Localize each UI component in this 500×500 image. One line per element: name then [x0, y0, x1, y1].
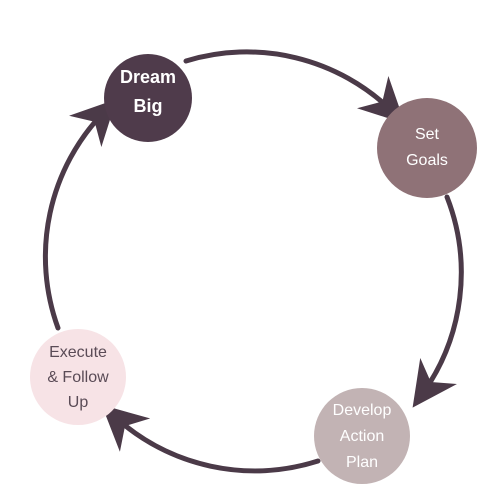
node-dream-big-circle [104, 54, 192, 142]
arc-develop-to-execute [101, 404, 321, 474]
node-dream-big-line-2: Big [134, 96, 163, 116]
node-execute-line-3: Up [68, 394, 89, 411]
node-develop-line-2: Action [340, 428, 384, 445]
node-develop-action-plan: Develop Action Plan [314, 388, 410, 484]
node-execute-line-1: Execute [49, 344, 107, 361]
node-develop-line-3: Plan [346, 454, 378, 471]
node-set-goals-line-1: Set [415, 126, 440, 143]
node-develop-line-1: Develop [333, 402, 392, 419]
arc-execute-to-dream [42, 99, 117, 331]
node-execute-follow-up-circle [30, 329, 126, 425]
arc-goals-to-develop [412, 194, 464, 408]
node-dream-big-line-1: Dream [120, 67, 176, 87]
node-execute-follow-up: Execute & Follow Up [30, 329, 126, 425]
arc-dream-to-goals [183, 49, 405, 124]
node-dream-big: Dream Big [104, 54, 192, 142]
node-set-goals-circle [377, 98, 477, 198]
node-set-goals: Set Goals [377, 98, 477, 198]
node-develop-action-plan-circle [314, 388, 410, 484]
node-set-goals-line-2: Goals [406, 152, 448, 169]
node-execute-line-2: & Follow [47, 369, 109, 386]
